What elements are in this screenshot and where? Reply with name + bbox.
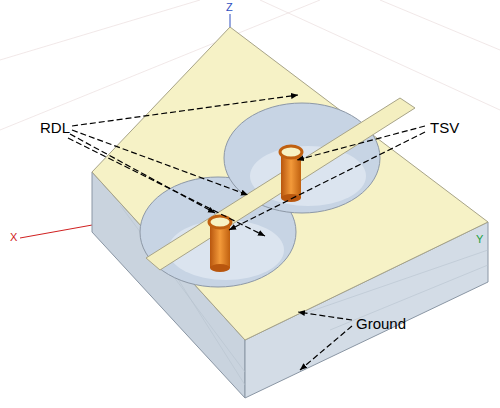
rdl-trace xyxy=(146,98,415,270)
axis-label: Y xyxy=(476,234,483,245)
leader-lines xyxy=(68,95,425,370)
top-ground-plane xyxy=(92,27,488,340)
part-label: Ground xyxy=(356,316,406,331)
part-label: TSV xyxy=(430,120,459,135)
tsv xyxy=(280,146,302,202)
axis-label: X xyxy=(10,232,17,243)
axis-label: Z xyxy=(226,2,233,13)
tsv xyxy=(209,216,231,272)
part-label: RDL xyxy=(40,120,70,135)
